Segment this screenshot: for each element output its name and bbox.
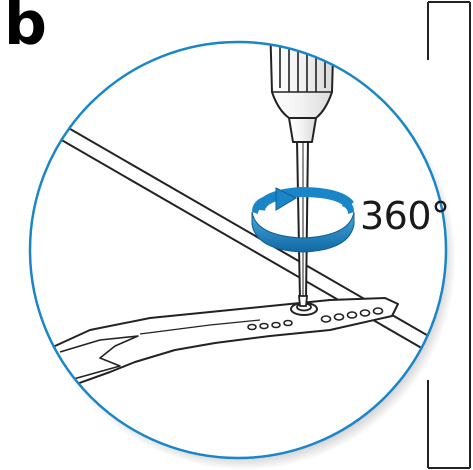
mounting-bracket-icon [30,297,399,403]
panel-label-text: b [4,0,47,59]
magnifier-outline [28,40,448,460]
rotation-annotation: 360° [360,197,450,235]
screw-icon [290,302,318,316]
rotation-arrow-icon [251,186,355,253]
magnifier-circle [30,42,446,458]
frame-border [427,1,471,469]
panel-edge-lines [30,99,446,377]
rotation-degrees-label: 360° [360,194,450,238]
panel-label: b [4,0,47,54]
